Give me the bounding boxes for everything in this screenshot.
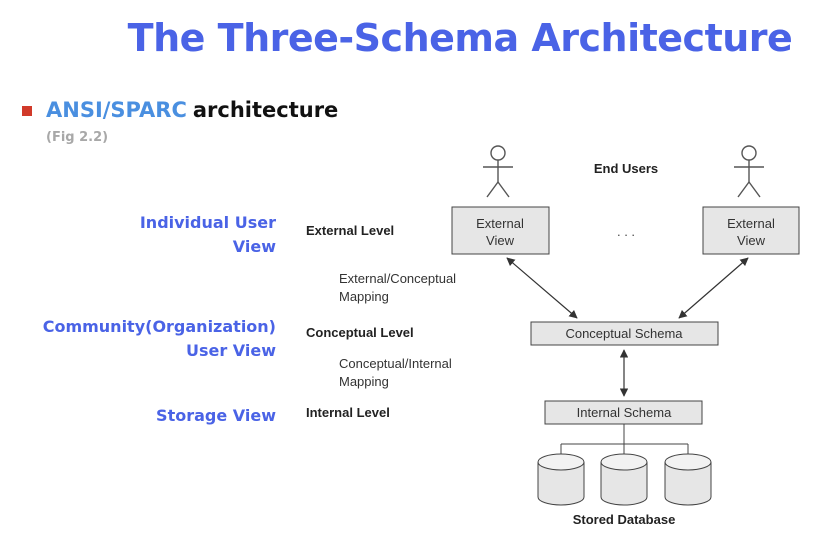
ansi-sparc-highlight: ANSI/SPARC — [46, 98, 187, 122]
database-connectors — [560, 424, 689, 456]
individual-user-view-label: Individual User View — [139, 213, 276, 256]
svg-text:View: View — [737, 233, 766, 248]
svg-text:External: External — [727, 216, 775, 231]
internal-schema-box: Internal Schema — [544, 400, 703, 425]
svg-text:Internal Schema: Internal Schema — [577, 405, 672, 420]
arrow-external-left-to-conceptual — [506, 257, 578, 319]
slide-title: The Three-Schema Architecture — [127, 16, 793, 60]
external-view-right-box: External View — [702, 206, 800, 255]
svg-text:External: External — [476, 216, 524, 231]
ext-conc-mapping-line1: External/Conceptual — [339, 271, 456, 286]
end-users-label: End Users — [594, 161, 658, 176]
bullet-heading: ANSI/SPARC architecture — [22, 98, 338, 122]
bullet-square-icon — [22, 106, 32, 116]
architecture-text: architecture — [192, 98, 339, 122]
arrow-external-right-to-conceptual — [678, 257, 749, 319]
storage-view-label: Storage View — [156, 406, 276, 425]
conc-int-mapping-line1: Conceptual/Internal — [339, 356, 452, 371]
figure-reference: (Fig 2.2) — [46, 130, 109, 145]
external-level-label: External Level — [306, 223, 394, 238]
database-cylinder-2-icon — [600, 453, 648, 506]
svg-text:View: View — [486, 233, 515, 248]
svg-text:Conceptual Schema: Conceptual Schema — [565, 326, 683, 341]
conceptual-level-label: Conceptual Level — [306, 325, 414, 340]
end-user-left-icon — [483, 145, 513, 198]
internal-level-label: Internal Level — [306, 405, 390, 420]
community-user-view-label: Community(Organization) User View — [42, 317, 276, 360]
ellipsis-more-views: . . . — [617, 224, 635, 239]
conc-int-mapping-line2: Mapping — [339, 374, 389, 389]
stored-database-label: Stored Database — [573, 512, 676, 527]
ext-conc-mapping-line2: Mapping — [339, 289, 389, 304]
conceptual-schema-box: Conceptual Schema — [530, 321, 719, 346]
end-user-right-icon — [734, 145, 764, 198]
database-cylinder-1-icon — [537, 453, 585, 506]
database-cylinder-3-icon — [664, 453, 712, 506]
external-view-left-box: External View — [451, 206, 550, 255]
